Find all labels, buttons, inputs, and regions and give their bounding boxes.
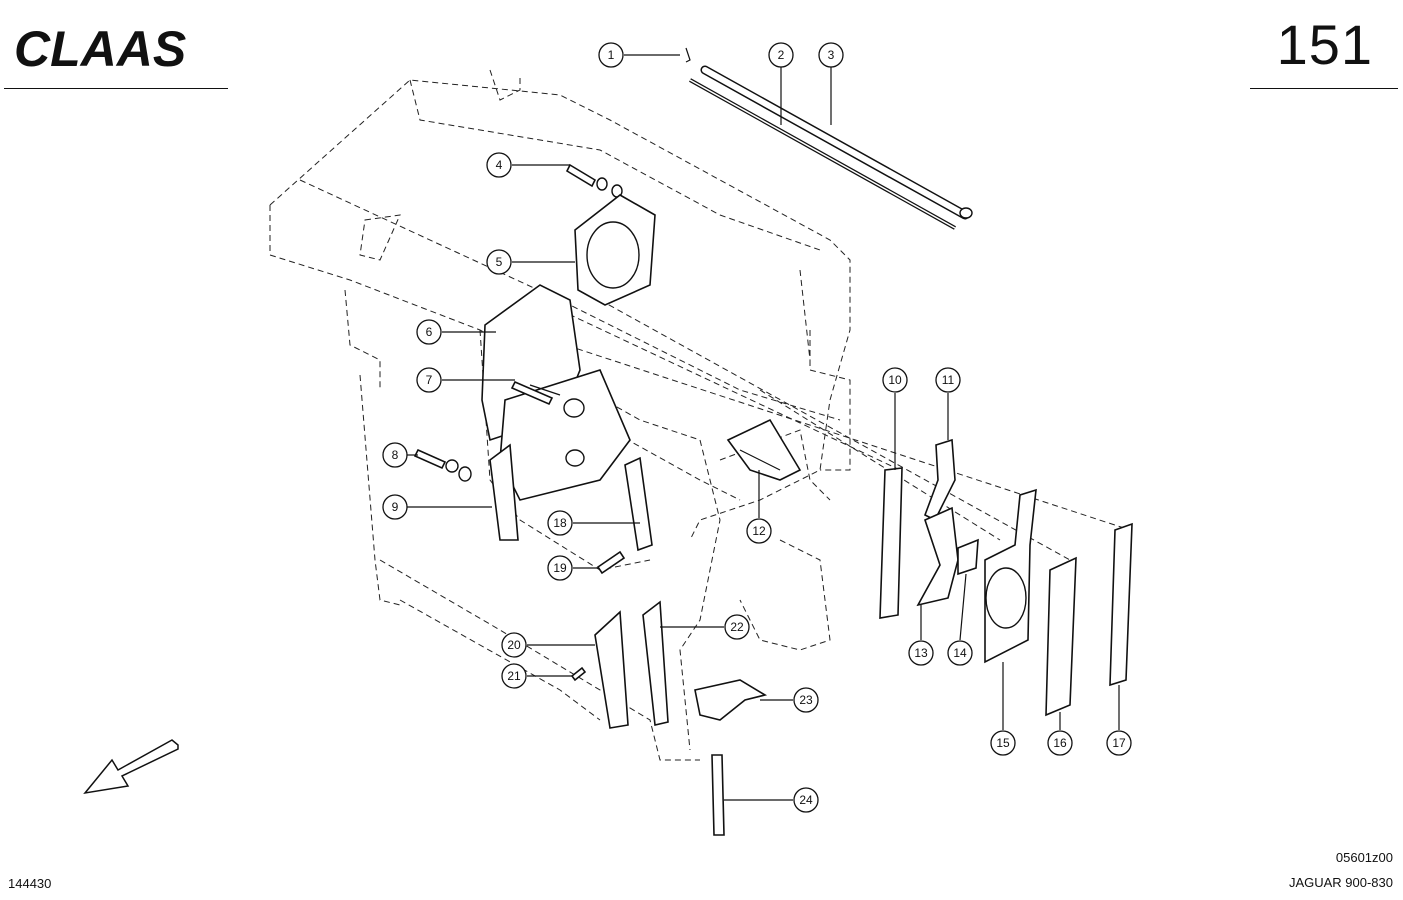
callout-20: 20 <box>501 632 527 658</box>
plate-part-20 <box>594 610 629 729</box>
slotted-plate-part-18 <box>624 456 653 552</box>
svg-text:8: 8 <box>392 448 399 462</box>
callout-9: 9 <box>382 494 408 520</box>
header-rule-right <box>1250 88 1398 89</box>
svg-text:17: 17 <box>1112 736 1126 750</box>
frame-phantom-outline <box>269 69 851 761</box>
svg-text:22: 22 <box>730 620 744 634</box>
callout-24: 24 <box>793 787 819 813</box>
svg-text:16: 16 <box>1053 736 1067 750</box>
svg-text:13: 13 <box>914 646 928 660</box>
bolt-part-7 <box>510 380 554 406</box>
svg-text:18: 18 <box>553 516 567 530</box>
screw-part-21 <box>570 666 587 682</box>
bracket-part-23 <box>694 679 768 721</box>
svg-text:3: 3 <box>828 48 835 62</box>
bracket-part-12 <box>726 418 802 481</box>
callout-17: 17 <box>1106 730 1132 756</box>
callout-21: 21 <box>501 663 527 689</box>
callout-2: 2 <box>768 42 794 68</box>
callout-11: 11 <box>935 367 961 393</box>
bolt-part-8 <box>413 448 472 482</box>
rods-parts-2-3 <box>689 65 973 230</box>
flange-plate-part-5 <box>574 194 656 306</box>
footer-right-code: 05601z00 <box>1335 850 1393 865</box>
logo-text: CLAAS <box>14 21 186 77</box>
strip-part-17 <box>1109 522 1133 687</box>
callout-12: 12 <box>746 518 772 544</box>
callout-6: 6 <box>416 319 442 345</box>
callout-7: 7 <box>416 367 442 393</box>
svg-text:2: 2 <box>778 48 785 62</box>
plate-part-9 <box>489 443 519 541</box>
svg-text:10: 10 <box>888 373 902 387</box>
callout-15: 15 <box>990 730 1016 756</box>
svg-text:19: 19 <box>553 561 567 575</box>
pad-part-14 <box>957 538 979 576</box>
svg-text:15: 15 <box>996 736 1010 750</box>
header-rule-left <box>4 88 228 89</box>
svg-text:5: 5 <box>496 255 503 269</box>
callout-4: 4 <box>486 152 512 178</box>
callout-8: 8 <box>382 442 408 468</box>
callout-14: 14 <box>947 640 973 666</box>
callout-18: 18 <box>547 510 573 536</box>
svg-text:9: 9 <box>392 500 399 514</box>
callout-16: 16 <box>1047 730 1073 756</box>
plate-15-opening <box>985 567 1027 629</box>
leader-lines <box>407 54 1120 801</box>
callout-3: 3 <box>818 42 844 68</box>
plate-part-13 <box>916 506 959 607</box>
svg-text:21: 21 <box>507 669 521 683</box>
svg-text:4: 4 <box>496 158 503 172</box>
callout-5: 5 <box>486 249 512 275</box>
bolt-part-4 <box>565 163 623 198</box>
pin-part-1 <box>685 47 691 63</box>
callout-1: 1 <box>598 42 624 68</box>
claas-logo: CLAAS <box>14 21 186 77</box>
callout-19: 19 <box>547 555 573 581</box>
callout-22: 22 <box>724 614 750 640</box>
svg-text:24: 24 <box>799 793 813 807</box>
svg-text:6: 6 <box>426 325 433 339</box>
svg-text:7: 7 <box>426 373 433 387</box>
plate-part-22 <box>642 600 669 726</box>
direction-arrow-icon <box>83 739 179 795</box>
footer-model: JAGUAR 900-830 <box>1288 875 1393 890</box>
bolt-part-19 <box>596 550 626 575</box>
callout-10: 10 <box>882 367 908 393</box>
page-number: 151 <box>1276 13 1373 76</box>
svg-text:20: 20 <box>507 638 521 652</box>
strip-part-10 <box>879 467 903 619</box>
footer-left-code: 144430 <box>8 876 52 891</box>
svg-text:11: 11 <box>942 373 955 387</box>
callout-13: 13 <box>908 640 934 666</box>
callout-23: 23 <box>793 687 819 713</box>
svg-text:1: 1 <box>608 48 615 62</box>
bolt-part-24 <box>711 754 725 836</box>
svg-text:14: 14 <box>953 646 967 660</box>
svg-text:23: 23 <box>799 693 813 707</box>
plate-part-16 <box>1045 556 1077 717</box>
svg-text:12: 12 <box>752 524 766 538</box>
